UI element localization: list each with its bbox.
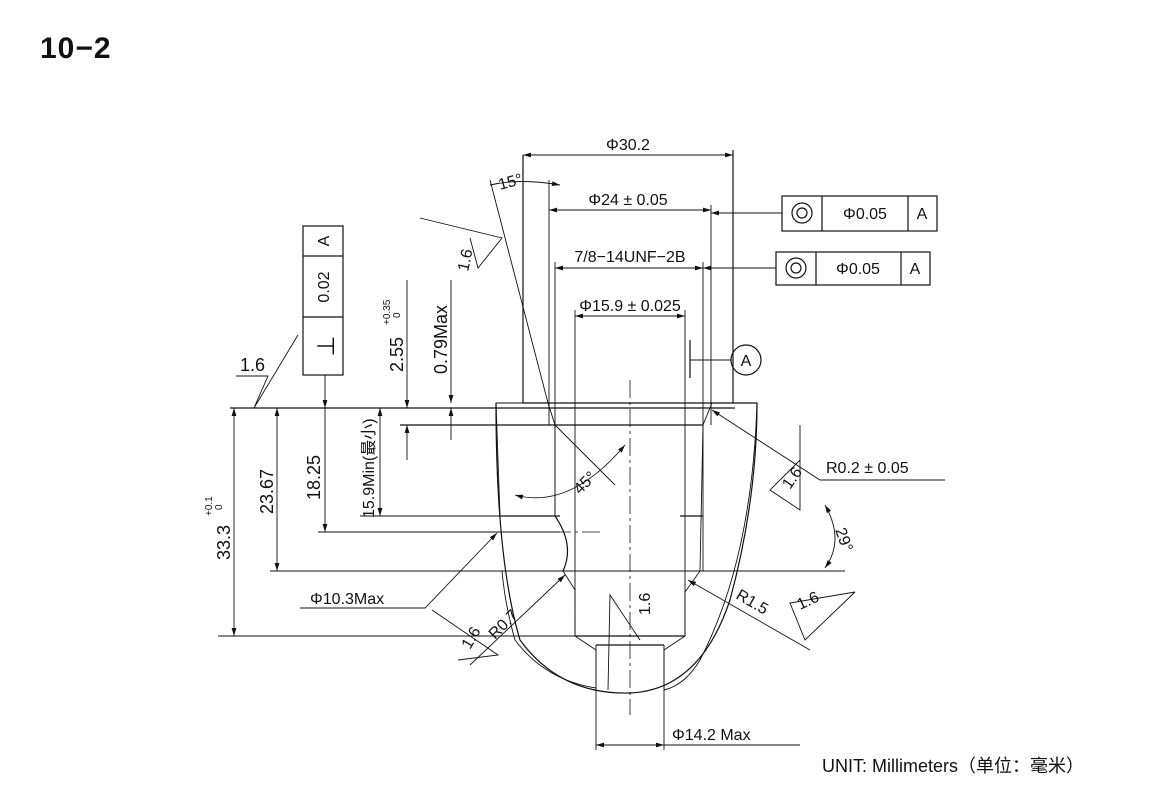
height-dimensions: 33.3 +0.1 0 23.67 18.25 15.9Min(最小) 2.55…	[204, 280, 454, 636]
svg-text:A: A	[316, 235, 333, 246]
svg-text:+0.1: +0.1	[204, 496, 215, 516]
svg-text:R1.5: R1.5	[733, 587, 771, 619]
svg-text:0.79Max: 0.79Max	[431, 305, 451, 374]
drawing-title: 10−2	[40, 32, 112, 65]
fcf-tolerance: Φ0.05	[836, 261, 880, 278]
svg-text:Φ14.2 Max: Φ14.2 Max	[672, 727, 751, 744]
svg-text:29°: 29°	[831, 526, 855, 555]
svg-text:0: 0	[214, 504, 225, 510]
fcf-datum: A	[910, 261, 921, 278]
svg-text:⊥: ⊥	[313, 336, 340, 357]
svg-text:+0.35: +0.35	[382, 299, 393, 325]
fcf-perpendicularity: A 0.02 ⊥	[302, 225, 344, 408]
dim-d24: Φ24 ± 0.05	[588, 192, 667, 209]
svg-text:A: A	[741, 353, 752, 370]
section-hatching	[495, 402, 758, 691]
svg-text:1.6: 1.6	[795, 589, 822, 614]
svg-text:33.3: 33.3	[214, 525, 234, 560]
svg-text:2.55: 2.55	[387, 337, 407, 372]
svg-text:1.6: 1.6	[455, 247, 476, 272]
fcf-tolerance: Φ0.05	[843, 206, 887, 223]
diameter-dimensions: Φ30.2 Φ24 ± 0.05 7/8−14UNF−2B Φ15.9 ± 0.…	[489, 137, 733, 404]
fcf-datum: A	[917, 206, 928, 223]
dim-angle15: 15°	[497, 171, 525, 194]
dim-d15: Φ15.9 ± 0.025	[579, 298, 681, 315]
svg-text:0: 0	[392, 312, 403, 318]
svg-text:Φ10.3Max: Φ10.3Max	[310, 591, 384, 608]
dim-d30: Φ30.2	[606, 137, 650, 154]
svg-text:1.6: 1.6	[240, 355, 265, 375]
svg-text:18.25: 18.25	[304, 455, 324, 500]
svg-text:1.6: 1.6	[459, 624, 485, 652]
part-outline	[218, 150, 845, 750]
svg-text:0.02: 0.02	[316, 271, 333, 302]
fcf-concentricity-2: Φ0.05 A	[703, 251, 931, 286]
svg-text:15.9Min(最小): 15.9Min(最小)	[360, 418, 378, 518]
dim-thread: 7/8−14UNF−2B	[574, 249, 685, 266]
fcf-concentricity-1: Φ0.05 A	[711, 195, 938, 232]
datum-a: A	[689, 340, 762, 378]
svg-text:1.6: 1.6	[637, 593, 654, 615]
angle-radius-callouts: 45° R0.2 ± 0.05 29° R1.5 R0.7 Φ10.3Max Φ…	[300, 409, 945, 748]
unit-note: UNIT: Millimeters（单位：毫米）	[822, 756, 1084, 776]
svg-text:23.67: 23.67	[257, 469, 277, 514]
svg-text:R0.2 ± 0.05: R0.2 ± 0.05	[826, 460, 909, 477]
